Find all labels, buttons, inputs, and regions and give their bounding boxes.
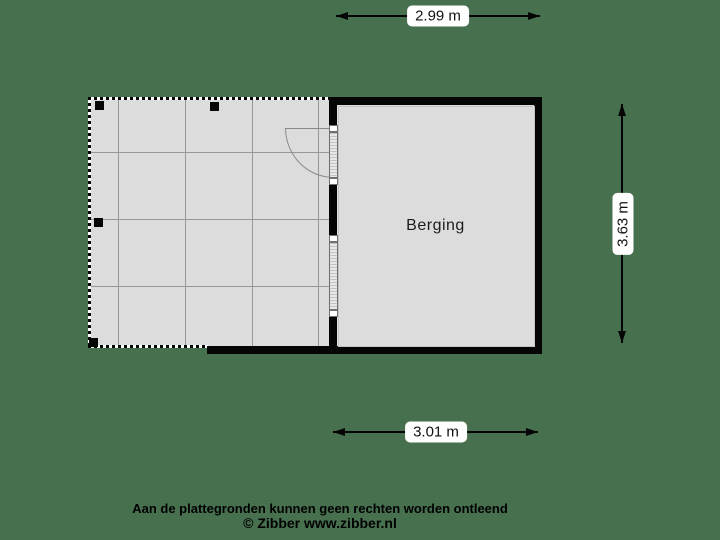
post-marker — [94, 218, 103, 227]
room-label: Berging — [406, 216, 465, 234]
post-marker — [210, 102, 219, 111]
grid-line — [90, 286, 329, 287]
arrowhead-down-icon — [618, 331, 626, 343]
wall — [207, 346, 339, 354]
arrowhead-left-icon — [336, 12, 348, 20]
window-jamb — [329, 235, 338, 242]
dimension-label: 3.63 m — [612, 193, 634, 255]
window-pane — [329, 242, 338, 310]
grid-line — [118, 99, 119, 346]
terrace-border-left — [88, 97, 91, 348]
terrace-border-top — [88, 97, 329, 100]
grid-line — [90, 152, 329, 153]
grid-line — [318, 99, 319, 346]
post-marker — [89, 338, 98, 347]
footer-disclaimer: Aan de plattegronden kunnen geen rechten… — [132, 501, 508, 516]
door-jamb — [329, 125, 338, 132]
grid-line — [90, 219, 329, 220]
footer: Aan de plattegronden kunnen geen rechten… — [20, 501, 620, 531]
door-leaf — [329, 132, 338, 178]
arrowhead-up-icon — [618, 104, 626, 116]
arrowhead-left-icon — [333, 428, 345, 436]
dimension-label: 2.99 m — [407, 5, 469, 27]
window-jamb — [329, 310, 338, 317]
arrowhead-right-icon — [526, 428, 538, 436]
post-marker — [95, 101, 104, 110]
terrace-border-bottom — [88, 345, 208, 348]
berging-room: Berging — [329, 97, 542, 354]
door-jamb — [329, 178, 338, 185]
dimension-label: 3.01 m — [405, 421, 467, 443]
footer-copyright: © Zibber www.zibber.nl — [243, 515, 397, 531]
arrowhead-right-icon — [528, 12, 540, 20]
grid-line — [185, 99, 186, 346]
grid-line — [252, 99, 253, 346]
